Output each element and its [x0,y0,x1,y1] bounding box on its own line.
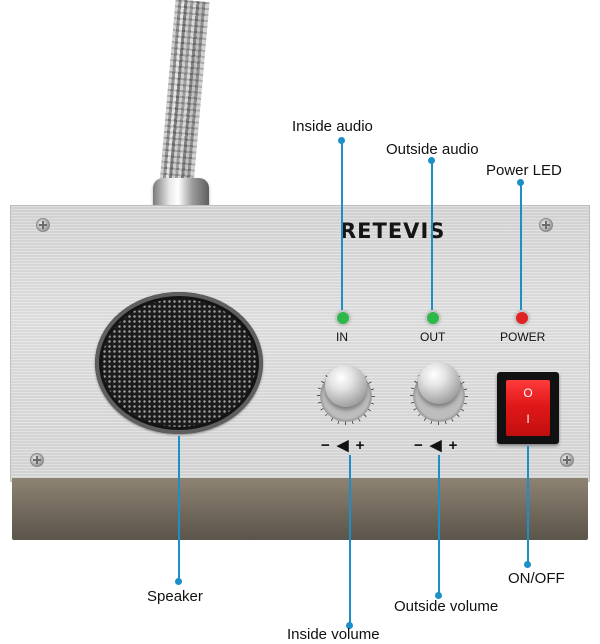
power-switch-rocker[interactable]: O I [506,380,550,436]
callout-speaker: Speaker [147,588,203,605]
speaker-icon: ◀︎ [429,437,442,454]
callout-on-off: ON/OFF [508,570,565,587]
brand-logo: RETEVIS [340,219,446,243]
switch-on-mark: I [526,412,530,426]
leader-line-power-led [520,182,522,310]
leader-line-outside-volume [438,455,440,595]
leader-dot [346,622,353,629]
volume-minus-icon: − [321,437,330,454]
inside-volume-marks: − ◀︎ + [321,436,364,454]
outside-volume-knob[interactable] [418,362,460,404]
inside-volume-knob[interactable] [325,365,367,407]
outside-audio-led [427,312,439,324]
callout-inside-audio: Inside audio [292,118,373,135]
callout-outside-audio: Outside audio [386,141,479,158]
speaker-icon: ◀︎ [336,437,349,454]
power-switch[interactable]: O I [497,372,559,444]
led-label-in: IN [336,330,348,344]
callout-inside-volume: Inside volume [287,626,380,643]
screw-icon [539,218,553,232]
callout-power-led: Power LED [486,162,562,179]
leader-dot [428,157,435,164]
leader-line-speaker [178,436,180,581]
leader-line-on-off [527,446,529,564]
volume-plus-icon: + [355,437,365,454]
volume-minus-icon: − [414,437,423,454]
gooseneck-microphone [159,0,210,192]
screw-icon [30,453,44,467]
led-label-out: OUT [420,330,446,344]
leader-dot [338,137,345,144]
inside-audio-led [337,312,349,324]
intercom-base [12,478,588,540]
leader-line-inside-audio [341,140,343,310]
leader-dot [175,578,182,585]
screw-icon [560,453,574,467]
leader-line-outside-audio [431,160,433,310]
leader-dot [524,561,531,568]
screw-icon [36,218,50,232]
outside-volume-marks: − ◀︎ + [414,436,457,454]
volume-plus-icon: + [448,437,458,454]
speaker-grille [95,292,263,434]
leader-dot [435,592,442,599]
led-label-power: POWER [500,330,546,344]
switch-off-mark: O [523,386,533,400]
power-led [516,312,528,324]
callout-outside-volume: Outside volume [394,598,499,615]
leader-dot [517,179,524,186]
leader-line-inside-volume [349,455,351,625]
